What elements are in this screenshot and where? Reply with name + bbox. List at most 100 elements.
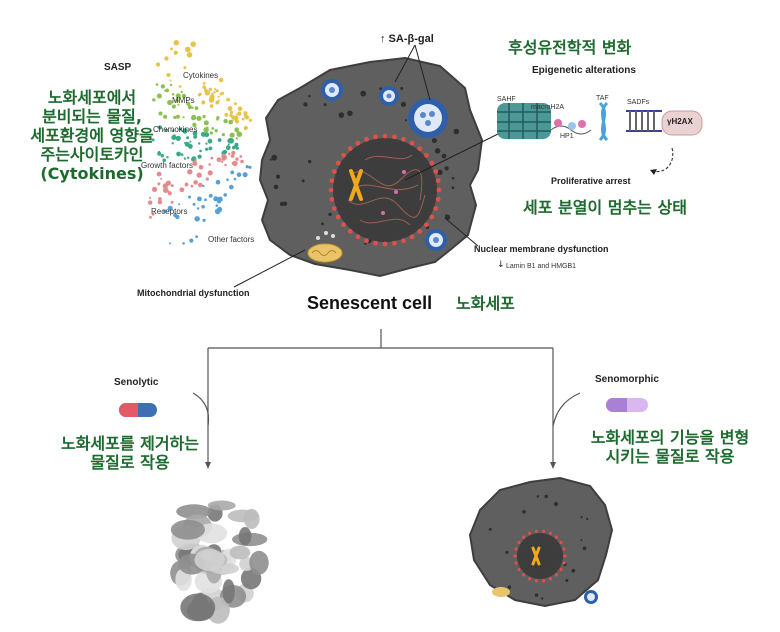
membrane-dot [335,214,341,220]
speck [404,119,407,122]
membrane-dot [355,234,361,240]
sasp-dot [192,161,198,166]
sasp-dot [149,215,152,219]
sasp-dot [229,110,234,115]
sasp-dot [162,158,166,162]
down-arrow-icon: ↓ [497,260,505,270]
membrane-dot [341,152,346,158]
sasp-dot [196,172,202,178]
sasp-dot [235,137,239,140]
membrane-dot [417,146,423,152]
membrane-dot [409,140,415,146]
senescent-korean-note: 노화세포 [456,294,515,313]
sasp-dot [229,114,233,117]
sasp-dot [248,165,252,169]
membrane-dot [559,540,563,545]
sasp-dot [202,184,205,188]
sasp-dot [155,83,159,86]
membrane-dot [347,229,353,234]
sasp-dot [198,142,201,145]
membrane-dot [364,136,369,142]
speck [269,158,272,161]
membrane-dot [548,577,553,581]
sasp-dot [152,186,158,192]
senescent-cell [258,56,484,278]
sasp-dot [217,95,220,98]
sasp-dot [182,242,185,245]
arrest-arrow [649,147,674,172]
nuclear-membrane-dots [328,133,442,247]
sasp-dot [169,242,171,245]
membrane-dot [534,579,539,583]
sasp-dot [226,178,229,181]
sasp-dot [243,125,248,131]
membrane-dot [528,577,532,581]
sasp-dot [215,89,219,93]
sasp-note-line: 주는사이토카인 [40,145,144,164]
sasp-dot [198,182,203,188]
membrane-dot [331,169,337,174]
sasp-dot [244,115,250,120]
sasp-dot [186,101,191,106]
sasp-dot [157,200,163,205]
senomorphic-note-line: 노화세포의 기능을 변형 [590,428,750,447]
sasp-dot [231,150,236,155]
senomorphic-note-line: 시키는 물질로 작용 [605,447,735,466]
arrest-korean-note: 세포 분열이 멈추는 상태 [523,198,687,217]
sasp-dot [178,85,182,88]
sasp-dot [156,93,162,99]
membrane-dot [433,169,439,174]
speck [308,159,312,164]
membrane-dot [429,214,435,220]
membrane-dot [417,229,423,234]
membrane-dot [341,222,346,228]
sasp-dot [182,116,185,119]
membrane-dot [392,134,397,140]
membrane-dot [542,529,546,533]
sasp-dot [233,177,237,181]
membrane-dot [409,234,415,240]
sasp-dot [245,165,249,169]
lysosome-icon [379,86,399,106]
sasp-dot [215,204,219,207]
speck [273,184,279,190]
sasp-dot [227,138,233,144]
membrane-dot [382,133,388,139]
branch-lines [192,329,581,465]
pill-icon [119,403,157,417]
sasp-dot [197,154,202,159]
speck [379,87,383,91]
chromatin [347,154,426,226]
sasp-dot [155,62,161,67]
sasp-dot [165,128,168,132]
membrane-dot [517,540,521,545]
sasp-dot [188,195,191,199]
sasp-dot [196,207,200,210]
sasp-dot [169,79,172,82]
sasp-dot [220,160,224,163]
membrane-dot [534,529,539,533]
sasp-dot [228,119,233,125]
sasp-dot [173,40,179,46]
speck [437,169,443,175]
speck [279,201,285,207]
speck [505,550,509,554]
sasp-dot [202,85,206,89]
sasp-dot [223,193,227,197]
sasp-dot [186,52,193,58]
membrane-dot [562,547,566,551]
sasp-dot [243,111,248,116]
sahf-label: SAHF [497,96,516,103]
sasp-dot [173,134,176,137]
speck [451,176,455,180]
sasp-dot [209,104,214,108]
sasp-dot [160,177,163,180]
sasp-dot [171,104,176,109]
sasp-dot [208,146,213,151]
sasp-dot [171,134,177,140]
sasp-dot [242,172,248,178]
sasp-dot [175,93,181,99]
